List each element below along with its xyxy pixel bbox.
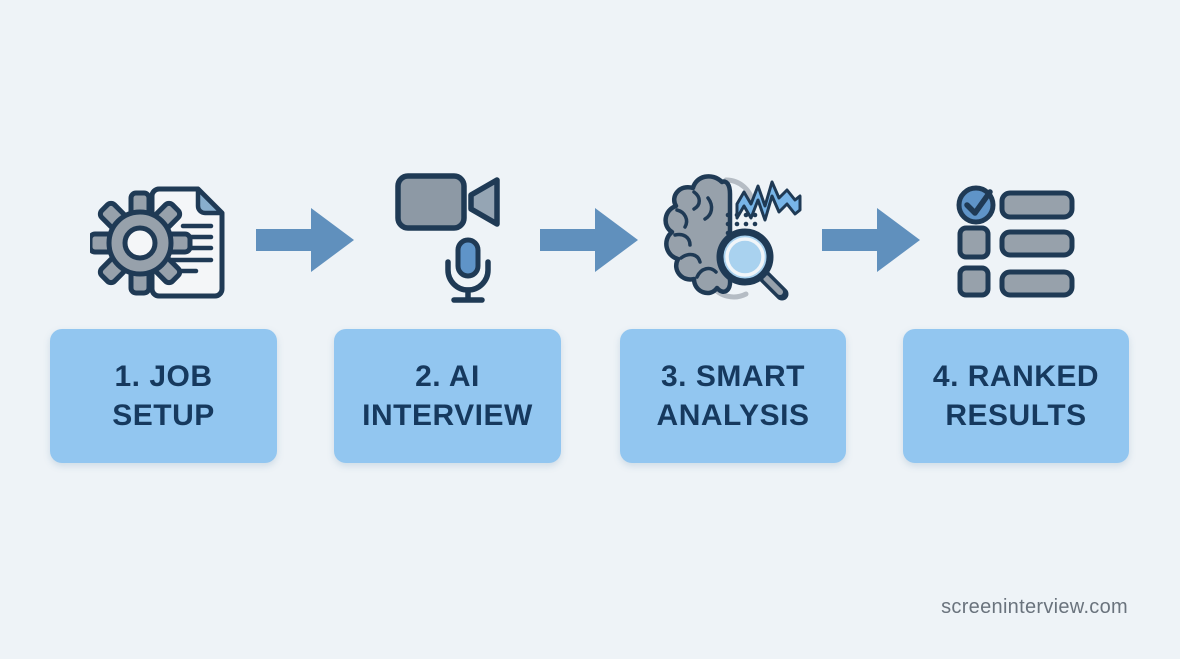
gear <box>90 190 193 296</box>
step-box-ranked-results: 4. RANKED RESULTS <box>903 329 1129 463</box>
arrow-right-icon <box>256 200 356 280</box>
checklist-row-1 <box>956 185 1075 225</box>
step-box-ai-interview: 2. AI INTERVIEW <box>334 329 561 463</box>
ranked-checklist-icon <box>942 184 1082 304</box>
brain-folds <box>673 190 718 279</box>
video-camera-microphone-svg <box>395 173 500 303</box>
step-label-line: SETUP <box>112 399 215 432</box>
video-camera <box>395 173 500 231</box>
check-mark <box>964 189 993 216</box>
step-label: 1. JOB SETUP <box>112 357 215 435</box>
brain-analysis-magnifier-svg <box>663 174 802 301</box>
step-label-line: 1. JOB <box>114 360 213 393</box>
gear-document-svg <box>90 186 225 299</box>
step-label: 4. RANKED RESULTS <box>933 357 1099 435</box>
step-label-line: 3. SMART <box>660 360 805 393</box>
arrow-right-icon <box>540 200 640 280</box>
step-box-smart-analysis: 3. SMART ANALYSIS <box>620 329 846 463</box>
arrow-right-icon <box>822 200 922 280</box>
video-camera-microphone-icon <box>392 168 507 306</box>
gear-hole <box>122 225 158 261</box>
checklist-row-3 <box>957 265 1075 298</box>
step-label-line: 2. AI <box>415 360 480 393</box>
folded-corner <box>195 186 225 216</box>
brain-analysis-magnifier-icon <box>660 168 810 310</box>
ranked-checklist-svg <box>956 185 1075 298</box>
step-label-line: RESULTS <box>945 399 1087 432</box>
camera-lens <box>468 177 500 227</box>
step-label-line: 4. RANKED <box>932 360 1100 393</box>
voice-waveform <box>735 180 802 222</box>
step-label-line: INTERVIEW <box>362 399 533 432</box>
step-box-job-setup: 1. JOB SETUP <box>50 329 277 463</box>
watermark-text: screeninterview.com <box>941 596 1128 618</box>
brain-left-half <box>663 174 733 296</box>
step-label: 2. AI INTERVIEW <box>362 357 533 435</box>
microphone <box>445 237 491 303</box>
step-label: 3. SMART ANALYSIS <box>657 357 810 435</box>
step-label-line: ANALYSIS <box>656 399 810 432</box>
checklist-row-2 <box>957 225 1075 260</box>
magnifier <box>716 228 789 301</box>
gear-document-icon <box>90 181 240 303</box>
